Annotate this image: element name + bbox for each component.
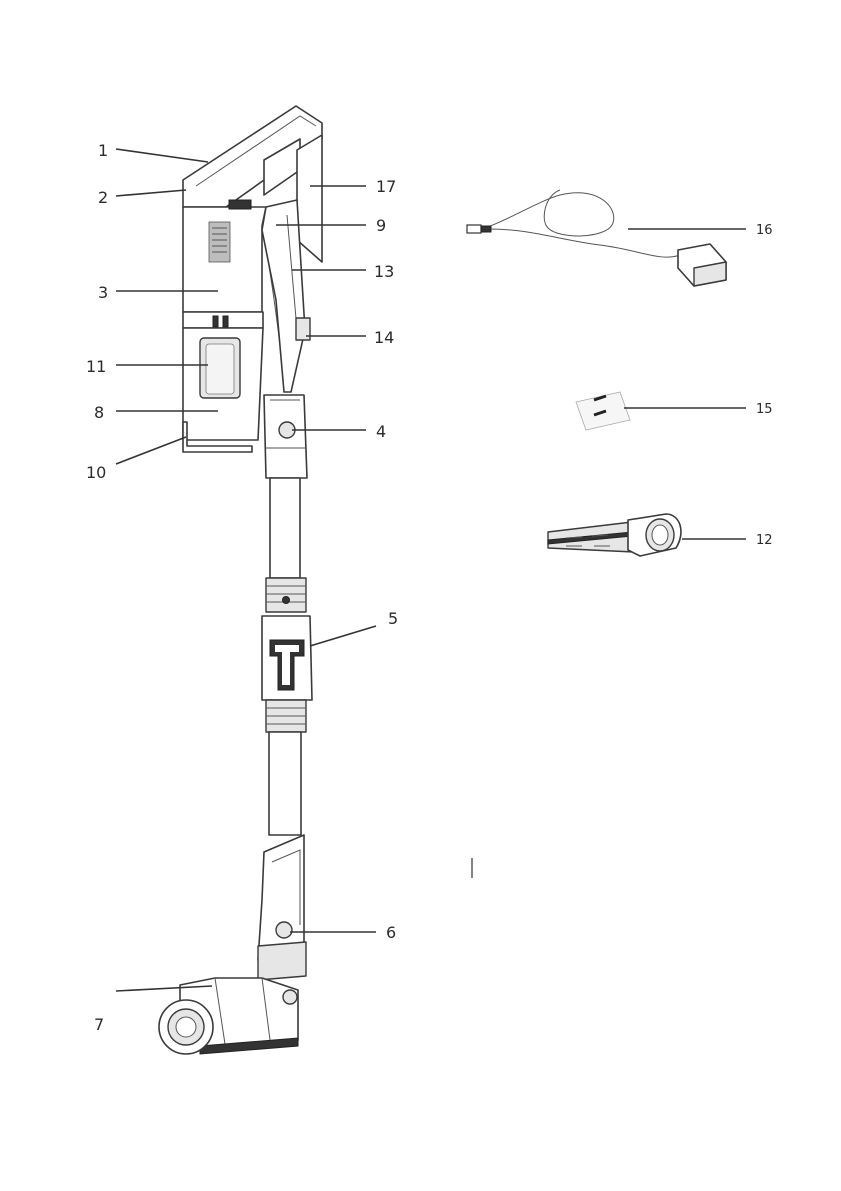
callout-2: 2	[98, 188, 108, 207]
floor-head-neck	[258, 835, 306, 980]
callout-6: 6	[386, 923, 396, 942]
callout-10: 10	[86, 463, 106, 482]
callout-1: 1	[98, 141, 108, 160]
callout-4: 4	[376, 422, 386, 441]
battery-pack	[297, 135, 322, 262]
floor-head	[159, 978, 298, 1054]
upper-tube	[270, 478, 300, 578]
callout-12: 12	[756, 533, 773, 548]
extension-connector	[262, 578, 312, 732]
crevice-tool	[548, 514, 681, 556]
wall-mount-screws	[576, 392, 630, 430]
callout-9: 9	[376, 216, 386, 235]
callout-3: 3	[98, 283, 108, 302]
callout-8: 8	[94, 403, 104, 422]
callout-17: 17	[376, 177, 396, 196]
tube-connector	[264, 395, 307, 478]
callout-13: 13	[374, 262, 394, 281]
dust-container	[183, 312, 263, 452]
floor-head-release-button	[276, 922, 292, 938]
handle-grip	[262, 200, 305, 392]
power-button	[229, 200, 251, 209]
callout-15: 15	[756, 402, 773, 417]
callout-14: 14	[374, 328, 394, 347]
floor-head-small-wheel	[283, 990, 297, 1004]
charger-adapter	[467, 190, 726, 286]
stick-vacuum-illustration	[159, 106, 322, 1054]
callout-5: 5	[388, 609, 398, 628]
callout-16: 16	[756, 223, 773, 238]
callout-7: 7	[94, 1015, 104, 1034]
callout-11: 11	[86, 357, 106, 376]
lower-tube	[269, 732, 301, 835]
container-release-clip	[213, 316, 218, 327]
